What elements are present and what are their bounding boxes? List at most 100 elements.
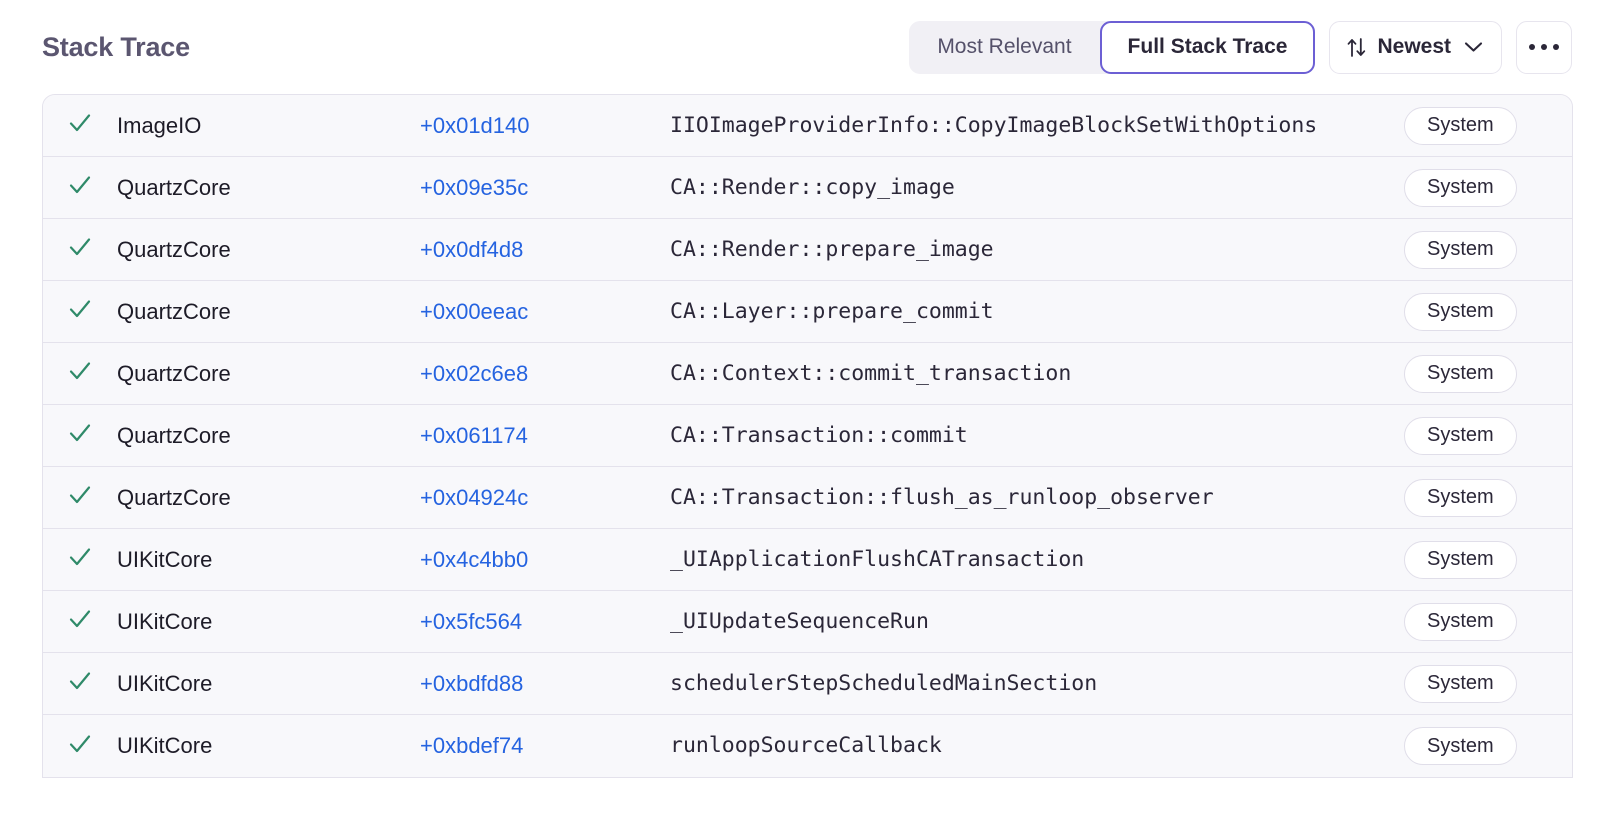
segment-full-stack-trace[interactable]: Full Stack Trace <box>1099 20 1316 74</box>
table-row[interactable]: UIKitCore +0x5fc564 _UIUpdateSequenceRun… <box>43 591 1572 653</box>
frame-image-name: QuartzCore <box>117 422 231 448</box>
table-row[interactable]: UIKitCore +0xbdfd88 schedulerStepSchedul… <box>43 653 1572 715</box>
status-badge: System <box>1404 354 1517 393</box>
frame-offset-link[interactable]: +0x0df4d8 <box>420 236 524 262</box>
frame-badge-cell: System <box>1404 168 1572 207</box>
table-row[interactable]: ImageIO +0x01d140 IIOImageProviderInfo::… <box>43 95 1572 157</box>
frame-offset-link[interactable]: +0x00eeac <box>420 298 529 324</box>
status-badge: System <box>1404 168 1517 207</box>
check-icon <box>67 544 93 575</box>
frame-badge-cell: System <box>1404 230 1572 269</box>
frame-status <box>43 731 117 762</box>
check-icon <box>67 172 93 203</box>
frame-symbol: CA::Transaction::flush_as_runloop_observ… <box>670 484 1214 510</box>
frame-offset-link[interactable]: +0x09e35c <box>420 174 529 200</box>
header-controls: Most Relevant Full Stack Trace Newest <box>909 20 1572 74</box>
sort-button[interactable]: Newest <box>1329 20 1502 74</box>
table-row[interactable]: QuartzCore +0x04924c CA::Transaction::fl… <box>43 467 1572 529</box>
frame-badge-cell: System <box>1404 602 1572 641</box>
frame-offset-link[interactable]: +0x4c4bb0 <box>420 546 529 572</box>
frame-status <box>43 420 117 451</box>
status-badge: System <box>1404 478 1517 517</box>
table-row[interactable]: UIKitCore +0x4c4bb0 _UIApplicationFlushC… <box>43 529 1572 591</box>
frame-image-name: UIKitCore <box>117 546 213 572</box>
table-row[interactable]: QuartzCore +0x061174 CA::Transaction::co… <box>43 405 1572 467</box>
more-options-button[interactable] <box>1516 20 1572 74</box>
frame-status <box>43 606 117 637</box>
frame-offset-link[interactable]: +0xbdef74 <box>420 733 524 758</box>
frame-symbol: _UIUpdateSequenceRun <box>670 608 929 634</box>
status-badge: System <box>1404 230 1517 269</box>
frame-status <box>43 544 117 575</box>
frame-symbol: CA::Layer::prepare_commit <box>670 298 994 324</box>
frame-badge-cell: System <box>1404 540 1572 579</box>
table-row[interactable]: QuartzCore +0x0df4d8 CA::Render::prepare… <box>43 219 1572 281</box>
frame-status <box>43 234 117 265</box>
page-title: Stack Trace <box>42 31 190 62</box>
sort-button-label: Newest <box>1377 35 1451 58</box>
frame-image-name: QuartzCore <box>117 298 231 324</box>
check-icon <box>67 731 93 762</box>
status-badge: System <box>1404 727 1517 765</box>
frame-symbol: CA::Context::commit_transaction <box>670 360 1072 386</box>
check-icon <box>67 482 93 513</box>
table-row[interactable]: QuartzCore +0x09e35c CA::Render::copy_im… <box>43 157 1572 219</box>
frame-image-name: QuartzCore <box>117 174 231 200</box>
status-badge: System <box>1404 416 1517 455</box>
frame-image-name: UIKitCore <box>117 733 213 758</box>
ellipsis-icon <box>1529 44 1535 50</box>
frame-badge-cell: System <box>1404 292 1572 331</box>
frame-offset-link[interactable]: +0x5fc564 <box>420 608 523 634</box>
frame-status <box>43 358 117 389</box>
check-icon <box>67 110 93 141</box>
frame-offset-link[interactable]: +0x01d140 <box>420 112 530 138</box>
frame-image-name: ImageIO <box>117 112 202 138</box>
status-badge: System <box>1404 106 1517 145</box>
status-badge: System <box>1404 292 1517 331</box>
frame-status <box>43 172 117 203</box>
frame-image-name: QuartzCore <box>117 360 231 386</box>
frame-badge-cell: System <box>1404 416 1572 455</box>
frame-offset-link[interactable]: +0x02c6e8 <box>420 360 529 386</box>
sort-arrows-icon <box>1347 37 1366 58</box>
frame-symbol: IIOImageProviderInfo::CopyImageBlockSetW… <box>670 112 1318 138</box>
ellipsis-icon-dot-3 <box>1553 44 1559 50</box>
frame-symbol: CA::Transaction::commit <box>670 422 968 448</box>
status-badge: System <box>1404 664 1517 703</box>
frame-symbol: CA::Render::copy_image <box>670 174 955 200</box>
check-icon <box>67 358 93 389</box>
status-badge: System <box>1404 540 1517 579</box>
table-row[interactable]: UIKitCore +0xbdef74 runloopSourceCallbac… <box>43 715 1572 777</box>
frame-symbol: schedulerStepScheduledMainSection <box>670 670 1098 696</box>
status-badge: System <box>1404 602 1517 641</box>
check-icon <box>67 420 93 451</box>
frame-status <box>43 296 117 327</box>
frame-badge-cell: System <box>1404 478 1572 517</box>
frame-badge-cell: System <box>1404 664 1572 703</box>
frame-badge-cell: System <box>1404 354 1572 393</box>
ellipsis-icon-dot-2 <box>1541 44 1547 50</box>
frame-status <box>43 482 117 513</box>
frame-symbol: _UIApplicationFlushCATransaction <box>670 546 1085 572</box>
frame-badge-cell: System <box>1404 106 1572 145</box>
view-mode-segmented-control[interactable]: Most Relevant Full Stack Trace <box>909 20 1316 74</box>
frame-image-name: QuartzCore <box>117 484 231 510</box>
frame-status <box>43 110 117 141</box>
check-icon <box>67 668 93 699</box>
segment-most-relevant[interactable]: Most Relevant <box>937 35 1072 58</box>
check-icon <box>67 296 93 327</box>
frame-badge-cell: System <box>1404 727 1572 765</box>
frame-offset-link[interactable]: +0xbdfd88 <box>420 670 524 696</box>
frame-offset-link[interactable]: +0x04924c <box>420 484 529 510</box>
check-icon <box>67 234 93 265</box>
frame-image-name: UIKitCore <box>117 670 213 696</box>
frame-symbol: CA::Render::prepare_image <box>670 236 994 262</box>
stack-frames-list: ImageIO +0x01d140 IIOImageProviderInfo::… <box>42 94 1573 778</box>
frame-symbol: runloopSourceCallback <box>670 733 942 759</box>
frame-offset-link[interactable]: +0x061174 <box>420 422 528 448</box>
stack-trace-header: Stack Trace Most Relevant Full Stack Tra… <box>0 0 1614 94</box>
table-row[interactable]: QuartzCore +0x02c6e8 CA::Context::commit… <box>43 343 1572 405</box>
table-row[interactable]: QuartzCore +0x00eeac CA::Layer::prepare_… <box>43 281 1572 343</box>
frame-image-name: UIKitCore <box>117 608 213 634</box>
